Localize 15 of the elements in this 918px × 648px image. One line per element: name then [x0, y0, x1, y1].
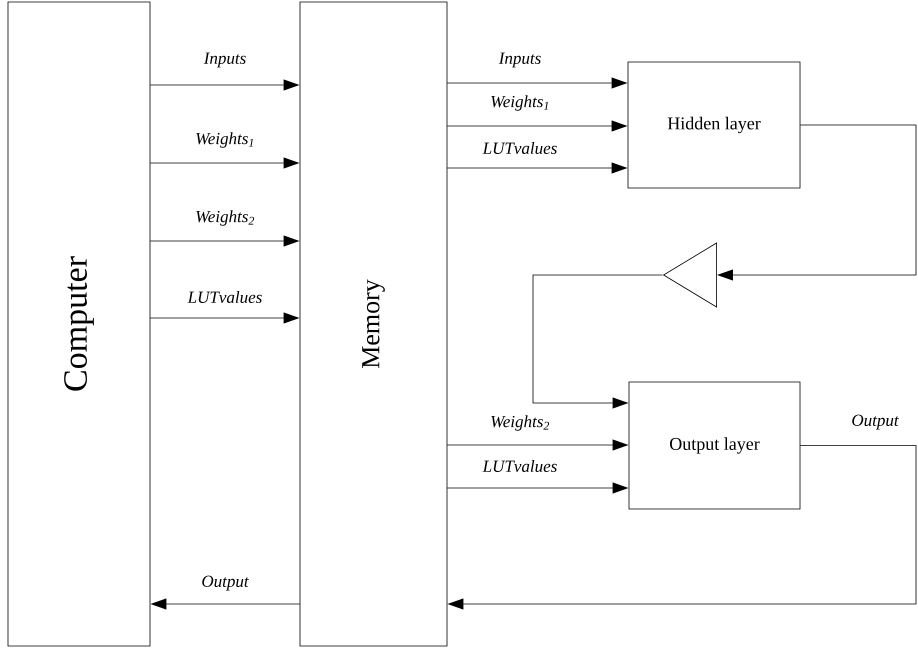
computer-box: Computer — [8, 2, 150, 646]
edge-label: LUTvalues — [482, 459, 558, 473]
edge-label: LUTvalues — [186, 290, 264, 304]
edge-label: Inputs — [202, 52, 248, 68]
output-layer-box: Output layer — [628, 382, 800, 510]
edge-label: Output — [200, 574, 250, 592]
edge-label: Weights$_{1}$ — [489, 94, 551, 112]
hidden-layer-box: Hidden layer — [628, 62, 800, 188]
edge-label: Weights$_{2}$ — [194, 209, 256, 227]
edge-label: Inputs — [498, 52, 542, 68]
memory-box: Memory — [300, 2, 448, 646]
edge-label: Weights$_{1}$ — [194, 131, 256, 149]
edge-label: LUTvalues — [482, 141, 558, 155]
edge-label: Output — [850, 414, 900, 430]
edge-label: Weights$_{2}$ — [489, 414, 551, 432]
